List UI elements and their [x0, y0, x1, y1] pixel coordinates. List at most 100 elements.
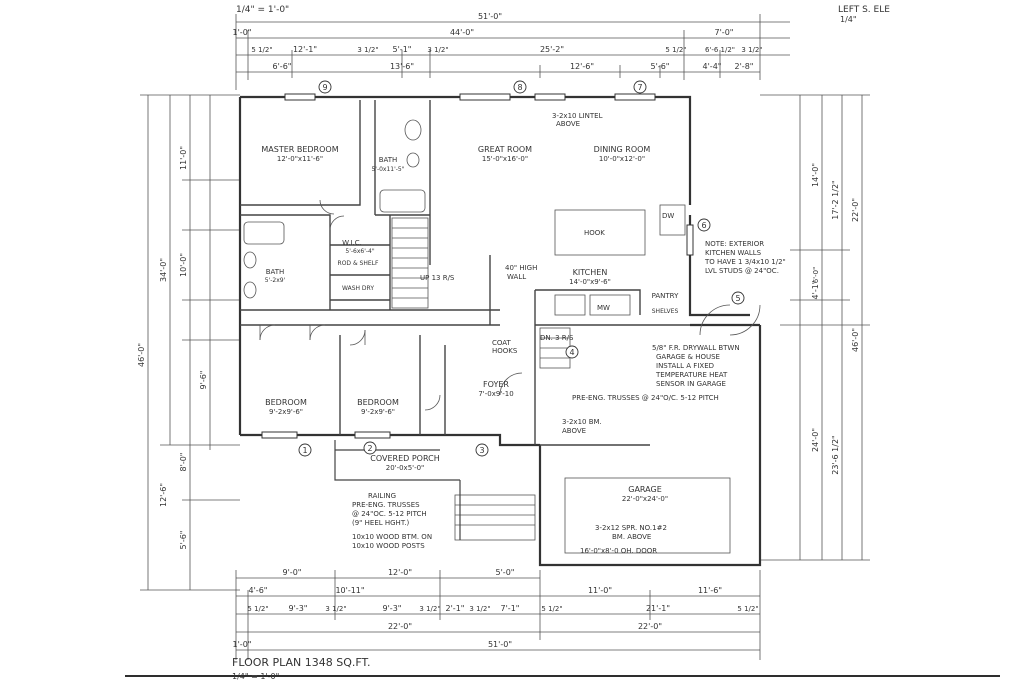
note-trusses: PRE-ENG. TRUSSES @ 24"O/C. 5-12 PITCH [572, 394, 719, 402]
door-swings [259, 199, 761, 411]
drawing-title: FLOOR PLAN 1348 SQ.FT. [232, 656, 370, 669]
room-size-master-bath: 5'-0x11'-5" [371, 166, 404, 173]
room-name-dining-room: DINING ROOM [594, 145, 651, 154]
dim-top: 6'-6" [273, 62, 292, 71]
dim-bottom: 2'-1" [446, 604, 465, 613]
dim-overall-top: 51'-0" [478, 12, 502, 21]
room-size-dining-room: 10'-0"x12'-0" [599, 155, 645, 163]
covered-porch-outline [334, 440, 461, 540]
marker: 8 [517, 83, 522, 92]
left-dimensions [140, 94, 240, 591]
room-size-kitchen: 14'-0"x9'-6" [569, 278, 611, 286]
dim-bottom: 4'-6" [249, 586, 268, 595]
dim-top: 3 1/2" [741, 46, 762, 54]
dim-bottom: 22'-0" [638, 622, 662, 631]
dim-bottom: 3 1/2" [419, 605, 440, 613]
dim-top: 5 1/2" [665, 46, 686, 54]
dim-right: 4'-1" [811, 281, 820, 300]
top-right-title: LEFT S. ELE [838, 5, 890, 15]
note-microwave: MW [597, 304, 610, 312]
dim-bottom: 9'-3" [289, 604, 308, 613]
dim-right: 23'-6 1/2" [831, 435, 840, 474]
dim-left: 12'-6" [159, 483, 168, 507]
note-railing: @ 24"OC. 5-12 PITCH [352, 510, 427, 518]
room-size-bedroom-2: 9'-2x9'-6" [361, 408, 395, 416]
dim-bottom: 7'-1" [501, 604, 520, 613]
room-name-garage: GARAGE [628, 485, 662, 494]
room-name-foyer: FOYER [483, 380, 509, 389]
dim-left: 10'-0" [179, 253, 188, 277]
dim-top: 4'-4" [703, 62, 722, 71]
dim-bottom: 21'-1" [646, 604, 670, 613]
dim-right: 22'-0" [851, 198, 860, 222]
note-fire-detail: TEMPERATURE HEAT [655, 371, 728, 379]
dim-left: 34'-0" [159, 258, 168, 282]
dim-bottom: 1'-0" [233, 640, 252, 649]
room-size-wic: 5'-6x6'-4" [345, 248, 374, 255]
dim-top: 6'-6 1/2" [705, 46, 735, 54]
note-spr-beam: 3-2x12 SPR. NO.1#2 [595, 524, 667, 532]
note-lintel: ABOVE [556, 120, 580, 128]
dim-top: 3 1/2" [427, 46, 448, 54]
room-name-wic: W.I.C. [342, 239, 362, 247]
marker: 7 [637, 83, 642, 92]
dim-bottom: 3 1/2" [469, 605, 490, 613]
dim-top: 12'-6" [570, 62, 594, 71]
marker: 3 [479, 446, 484, 455]
top-right-scale: 1/4" [840, 15, 857, 24]
dim-bottom: 5 1/2" [541, 605, 562, 613]
dim-right: 24'-0" [811, 428, 820, 452]
windows [261, 93, 694, 439]
dim-bottom: 5 1/2" [247, 605, 268, 613]
dim-top: 7'-0" [715, 28, 734, 37]
dim-left: 8'-0" [179, 453, 188, 472]
dim-top: 1'-0" [233, 28, 252, 37]
room-size-foyer: 7'-0x9'-10 [478, 390, 513, 398]
section-markers: 1 2 3 4 5 6 7 8 9 [298, 80, 745, 457]
top-left-scale: 1/4" = 1'-0" [236, 5, 289, 15]
dim-left: 46'-0" [137, 343, 146, 367]
interior-walls [240, 100, 690, 446]
dim-top: 25'-2" [540, 45, 564, 54]
room-name-great-room: GREAT ROOM [478, 145, 532, 154]
dim-bottom: 3 1/2" [325, 605, 346, 613]
room-labels: MASTER BEDROOM 12'-0"x11'-6" BATH 5'-0x1… [261, 145, 679, 503]
dim-left: 9'-6" [199, 371, 208, 390]
dim-bottom: 12'-0" [388, 568, 412, 577]
room-name-covered-porch: COVERED PORCH [370, 454, 439, 463]
note-spr-beam: BM. ABOVE [612, 533, 651, 541]
dim-bottom: 11'-6" [698, 586, 722, 595]
note-up-stairs: UP 13 R/S [420, 274, 455, 282]
bottom-dimension-labels: 9'-0" 12'-0" 5'-0" 4'-6" 10'-11" 11'-0" … [233, 568, 759, 649]
dim-bottom: 10'-11" [335, 586, 364, 595]
dim-bottom: 9'-0" [283, 568, 302, 577]
room-size-covered-porch: 20'-0x5'-0" [386, 464, 425, 472]
note-exterior-walls: NOTE: EXTERIOR [705, 240, 764, 248]
note-exterior-walls: TO HAVE 1 3/4x10 1/2" [704, 258, 786, 266]
drawing-scale: 1/4" = 1'-0" [232, 672, 279, 681]
note-fire-detail: INSTALL A FIXED [656, 362, 714, 370]
bottom-dimensions [235, 570, 761, 660]
room-size-garage: 22'-0"x24'-0" [622, 495, 668, 503]
right-dimension-labels: 14'-0" 17'-2 1/2" 4'-1" 6'-0" 23'-6 1/2"… [811, 163, 860, 475]
marker: 4 [569, 348, 574, 357]
note-railing: RAILING [368, 492, 396, 500]
stairs [391, 217, 571, 541]
plumbing-fixtures [243, 119, 731, 554]
exterior-walls [238, 95, 762, 567]
dim-bottom: 51'-0" [488, 640, 512, 649]
pantry-label: PANTRY [652, 292, 679, 300]
note-fire-detail: SENSOR IN GARAGE [656, 380, 726, 388]
room-name-bedroom-2: BEDROOM [357, 398, 399, 407]
room-name-kitchen: KITCHEN [573, 268, 608, 277]
note-exterior-walls: KITCHEN WALLS [705, 249, 762, 257]
top-dimension-labels: 51'-0" 1'-0" 44'-0" 7'-0" 5 1/2" 12'-1" … [233, 12, 763, 71]
room-name-master-bath: BATH [379, 156, 398, 164]
shelves-label: SHELVES [652, 308, 679, 315]
marker: 9 [322, 83, 327, 92]
dim-top: 5'-1" [393, 45, 412, 54]
note-beam: ABOVE [562, 427, 586, 435]
note-fire-detail: 5/8" F.R. DRYWALL BTWN [652, 344, 740, 352]
dim-left: 5'-6" [179, 531, 188, 550]
